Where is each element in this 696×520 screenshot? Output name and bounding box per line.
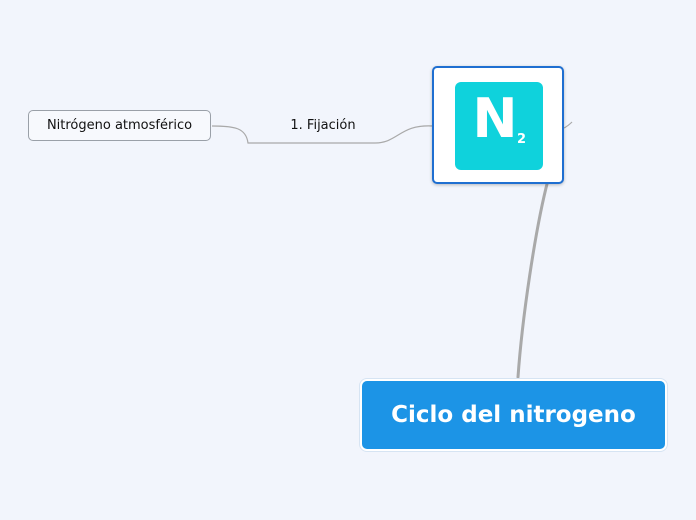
image-to-branch-connector — [211, 125, 434, 144]
branch-label-fijacion[interactable]: 1. Fijación — [290, 118, 356, 133]
n2-symbol: N — [472, 87, 518, 150]
central-to-image-connector — [516, 178, 550, 379]
n2-subscript: 2 — [517, 132, 527, 147]
leaf-node-label: Nitrógeno atmosférico — [46, 118, 193, 133]
central-topic-label: Ciclo del nitrogeno — [391, 402, 636, 428]
n2-image-node[interactable]: N 2 — [432, 66, 564, 184]
n2-molecule-icon: N 2 — [455, 82, 543, 170]
leaf-node-nitrogeno-atmosferico[interactable]: Nitrógeno atmosférico — [28, 110, 211, 141]
image-right-stub — [563, 121, 573, 129]
central-topic[interactable]: Ciclo del nitrogeno — [360, 379, 667, 451]
